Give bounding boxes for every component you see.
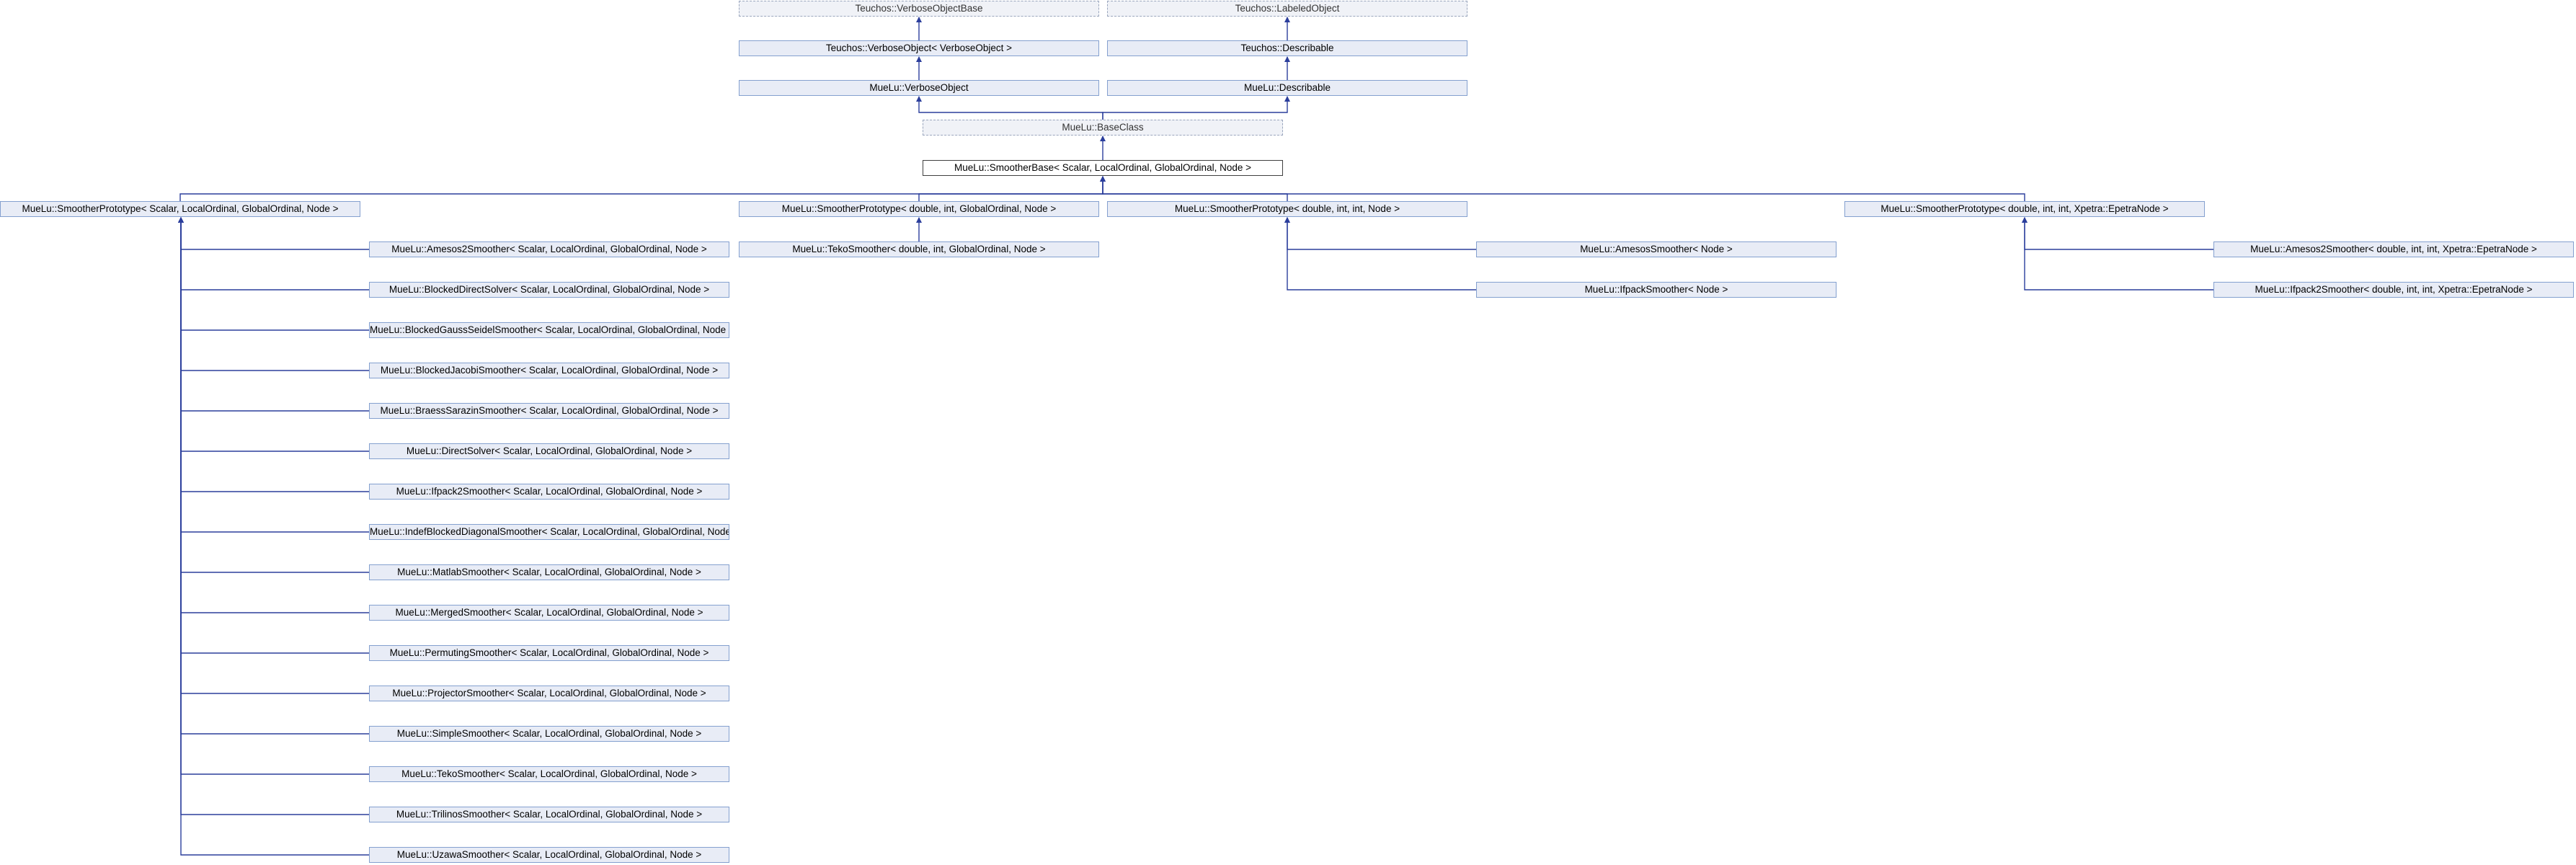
class-node-proto-double-go[interactable]: MueLu::SmootherPrototype< double, int, G… [739, 201, 1099, 217]
edge-uzawa-to-proto-generic [178, 217, 369, 856]
class-node-amesos2-epetra[interactable]: MueLu::Amesos2Smoother< double, int, int… [2213, 241, 2574, 257]
class-node-merged[interactable]: MueLu::MergedSmoother< Scalar, LocalOrdi… [369, 605, 729, 621]
class-node-proto-epetra[interactable]: MueLu::SmootherPrototype< double, int, i… [1844, 201, 2205, 217]
class-node-projector[interactable]: MueLu::ProjectorSmoother< Scalar, LocalO… [369, 686, 729, 701]
edge-base-class-to-muelu-verbose-object [916, 96, 1103, 120]
edge-direct-to-proto-generic [178, 217, 369, 452]
edge-merged-to-proto-generic [178, 217, 369, 613]
edge-ifpack2-epetra-to-proto-epetra [2022, 217, 2213, 290]
edge-matlab-to-proto-generic [178, 217, 369, 573]
class-node-indef[interactable]: MueLu::IndefBlockedDiagonalSmoother< Sca… [369, 524, 729, 540]
edge-blocked-jacobi-to-proto-generic [178, 217, 369, 371]
edge-amesos2-to-proto-generic [178, 217, 369, 250]
edge-amesos-to-proto-double-int [1284, 217, 1476, 250]
edge-permuting-to-proto-generic [178, 217, 369, 654]
class-node-base-class[interactable]: MueLu::BaseClass [923, 120, 1283, 136]
class-node-smoother-base: MueLu::SmootherBase< Scalar, LocalOrdina… [923, 160, 1283, 176]
class-node-teko[interactable]: MueLu::TekoSmoother< Scalar, LocalOrdina… [369, 766, 729, 782]
class-node-teko-double[interactable]: MueLu::TekoSmoother< double, int, Global… [739, 241, 1099, 257]
class-node-blocked-jacobi[interactable]: MueLu::BlockedJacobiSmoother< Scalar, Lo… [369, 363, 729, 378]
class-node-braess[interactable]: MueLu::BraessSarazinSmoother< Scalar, Lo… [369, 403, 729, 419]
edge-braess-to-proto-generic [178, 217, 369, 412]
class-node-teuchos-verbose-object[interactable]: Teuchos::VerboseObject< VerboseObject > [739, 40, 1099, 56]
edge-indef-to-proto-generic [178, 217, 369, 533]
edge-projector-to-proto-generic [178, 217, 369, 694]
class-node-proto-generic[interactable]: MueLu::SmootherPrototype< Scalar, LocalO… [0, 201, 360, 217]
class-node-amesos[interactable]: MueLu::AmesosSmoother< Node > [1476, 241, 1836, 257]
class-node-verbose-object-base[interactable]: Teuchos::VerboseObjectBase [739, 1, 1099, 17]
class-node-amesos2[interactable]: MueLu::Amesos2Smoother< Scalar, LocalOrd… [369, 241, 729, 257]
edge-simple-to-proto-generic [178, 217, 369, 735]
class-node-permuting[interactable]: MueLu::PermutingSmoother< Scalar, LocalO… [369, 645, 729, 661]
edge-ifpack2-to-proto-generic [178, 217, 369, 492]
edge-ifpack-to-proto-double-int [1284, 217, 1476, 290]
edge-proto-epetra-to-smoother-base [1100, 176, 2025, 201]
edge-proto-double-go-to-smoother-base [918, 176, 1106, 201]
class-node-ifpack[interactable]: MueLu::IfpackSmoother< Node > [1476, 282, 1836, 298]
edge-base-class-to-muelu-describable [1102, 96, 1290, 120]
class-node-direct[interactable]: MueLu::DirectSolver< Scalar, LocalOrdina… [369, 443, 729, 459]
class-node-ifpack2[interactable]: MueLu::Ifpack2Smoother< Scalar, LocalOrd… [369, 484, 729, 500]
class-node-blocked-gs[interactable]: MueLu::BlockedGaussSeidelSmoother< Scala… [369, 322, 729, 338]
edge-amesos2-epetra-to-proto-epetra [2022, 217, 2213, 250]
class-node-proto-double-int[interactable]: MueLu::SmootherPrototype< double, int, i… [1107, 201, 1467, 217]
class-node-ifpack2-epetra[interactable]: MueLu::Ifpack2Smoother< double, int, int… [2213, 282, 2574, 298]
class-node-trilinos[interactable]: MueLu::TrilinosSmoother< Scalar, LocalOr… [369, 807, 729, 822]
edge-proto-double-int-to-smoother-base [1100, 176, 1288, 201]
class-node-blocked-direct[interactable]: MueLu::BlockedDirectSolver< Scalar, Loca… [369, 282, 729, 298]
edge-trilinos-to-proto-generic [178, 217, 369, 815]
edge-blocked-gs-to-proto-generic [178, 217, 369, 331]
class-node-matlab[interactable]: MueLu::MatlabSmoother< Scalar, LocalOrdi… [369, 564, 729, 580]
class-node-labeled-object[interactable]: Teuchos::LabeledObject [1107, 1, 1467, 17]
edge-proto-generic-to-smoother-base [179, 176, 1106, 201]
class-node-teuchos-describable[interactable]: Teuchos::Describable [1107, 40, 1467, 56]
class-node-muelu-verbose-object[interactable]: MueLu::VerboseObject [739, 80, 1099, 96]
edge-teko-to-proto-generic [178, 217, 369, 775]
edge-blocked-direct-to-proto-generic [178, 217, 369, 290]
class-node-simple[interactable]: MueLu::SimpleSmoother< Scalar, LocalOrdi… [369, 726, 729, 742]
class-node-uzawa[interactable]: MueLu::UzawaSmoother< Scalar, LocalOrdin… [369, 847, 729, 863]
class-node-muelu-describable[interactable]: MueLu::Describable [1107, 80, 1467, 96]
